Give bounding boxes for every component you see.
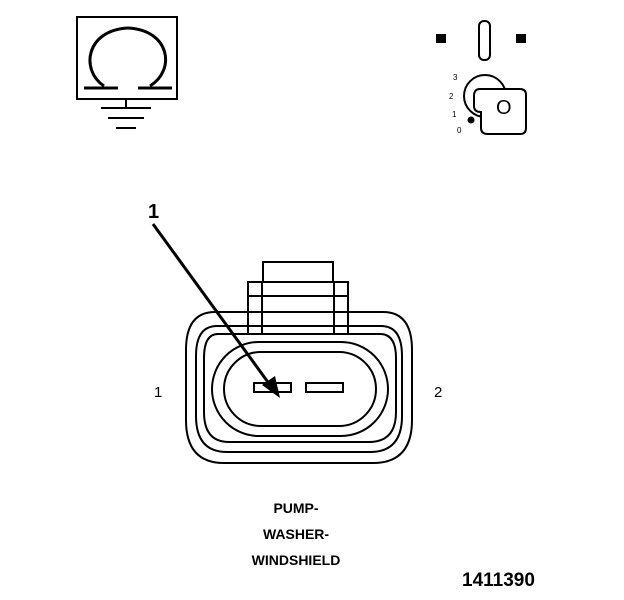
ignition-position-1: 1 (452, 110, 457, 119)
pin-slot-1 (253, 382, 292, 393)
ignition-position-0: 0 (457, 126, 462, 135)
pin-label-right: 2 (434, 384, 443, 401)
figure-id: 1411390 (462, 570, 535, 591)
ignition-switch-icon (436, 20, 527, 135)
component-title-line-2: WASHER- (262, 526, 330, 542)
component-title-line-1: PUMP- (273, 500, 319, 516)
pin-slot-2 (305, 382, 344, 393)
ohmmeter-symbol-icon (76, 16, 178, 129)
ignition-position-2: 2 (449, 92, 454, 101)
component-title-line-3: WINDSHIELD (251, 552, 341, 568)
connector-face (185, 261, 413, 464)
pin-label-left: 1 (154, 384, 163, 401)
ignition-position-3: 3 (453, 73, 458, 82)
ignition-key-label: O (496, 97, 512, 119)
callout-number: 1 (148, 201, 160, 223)
